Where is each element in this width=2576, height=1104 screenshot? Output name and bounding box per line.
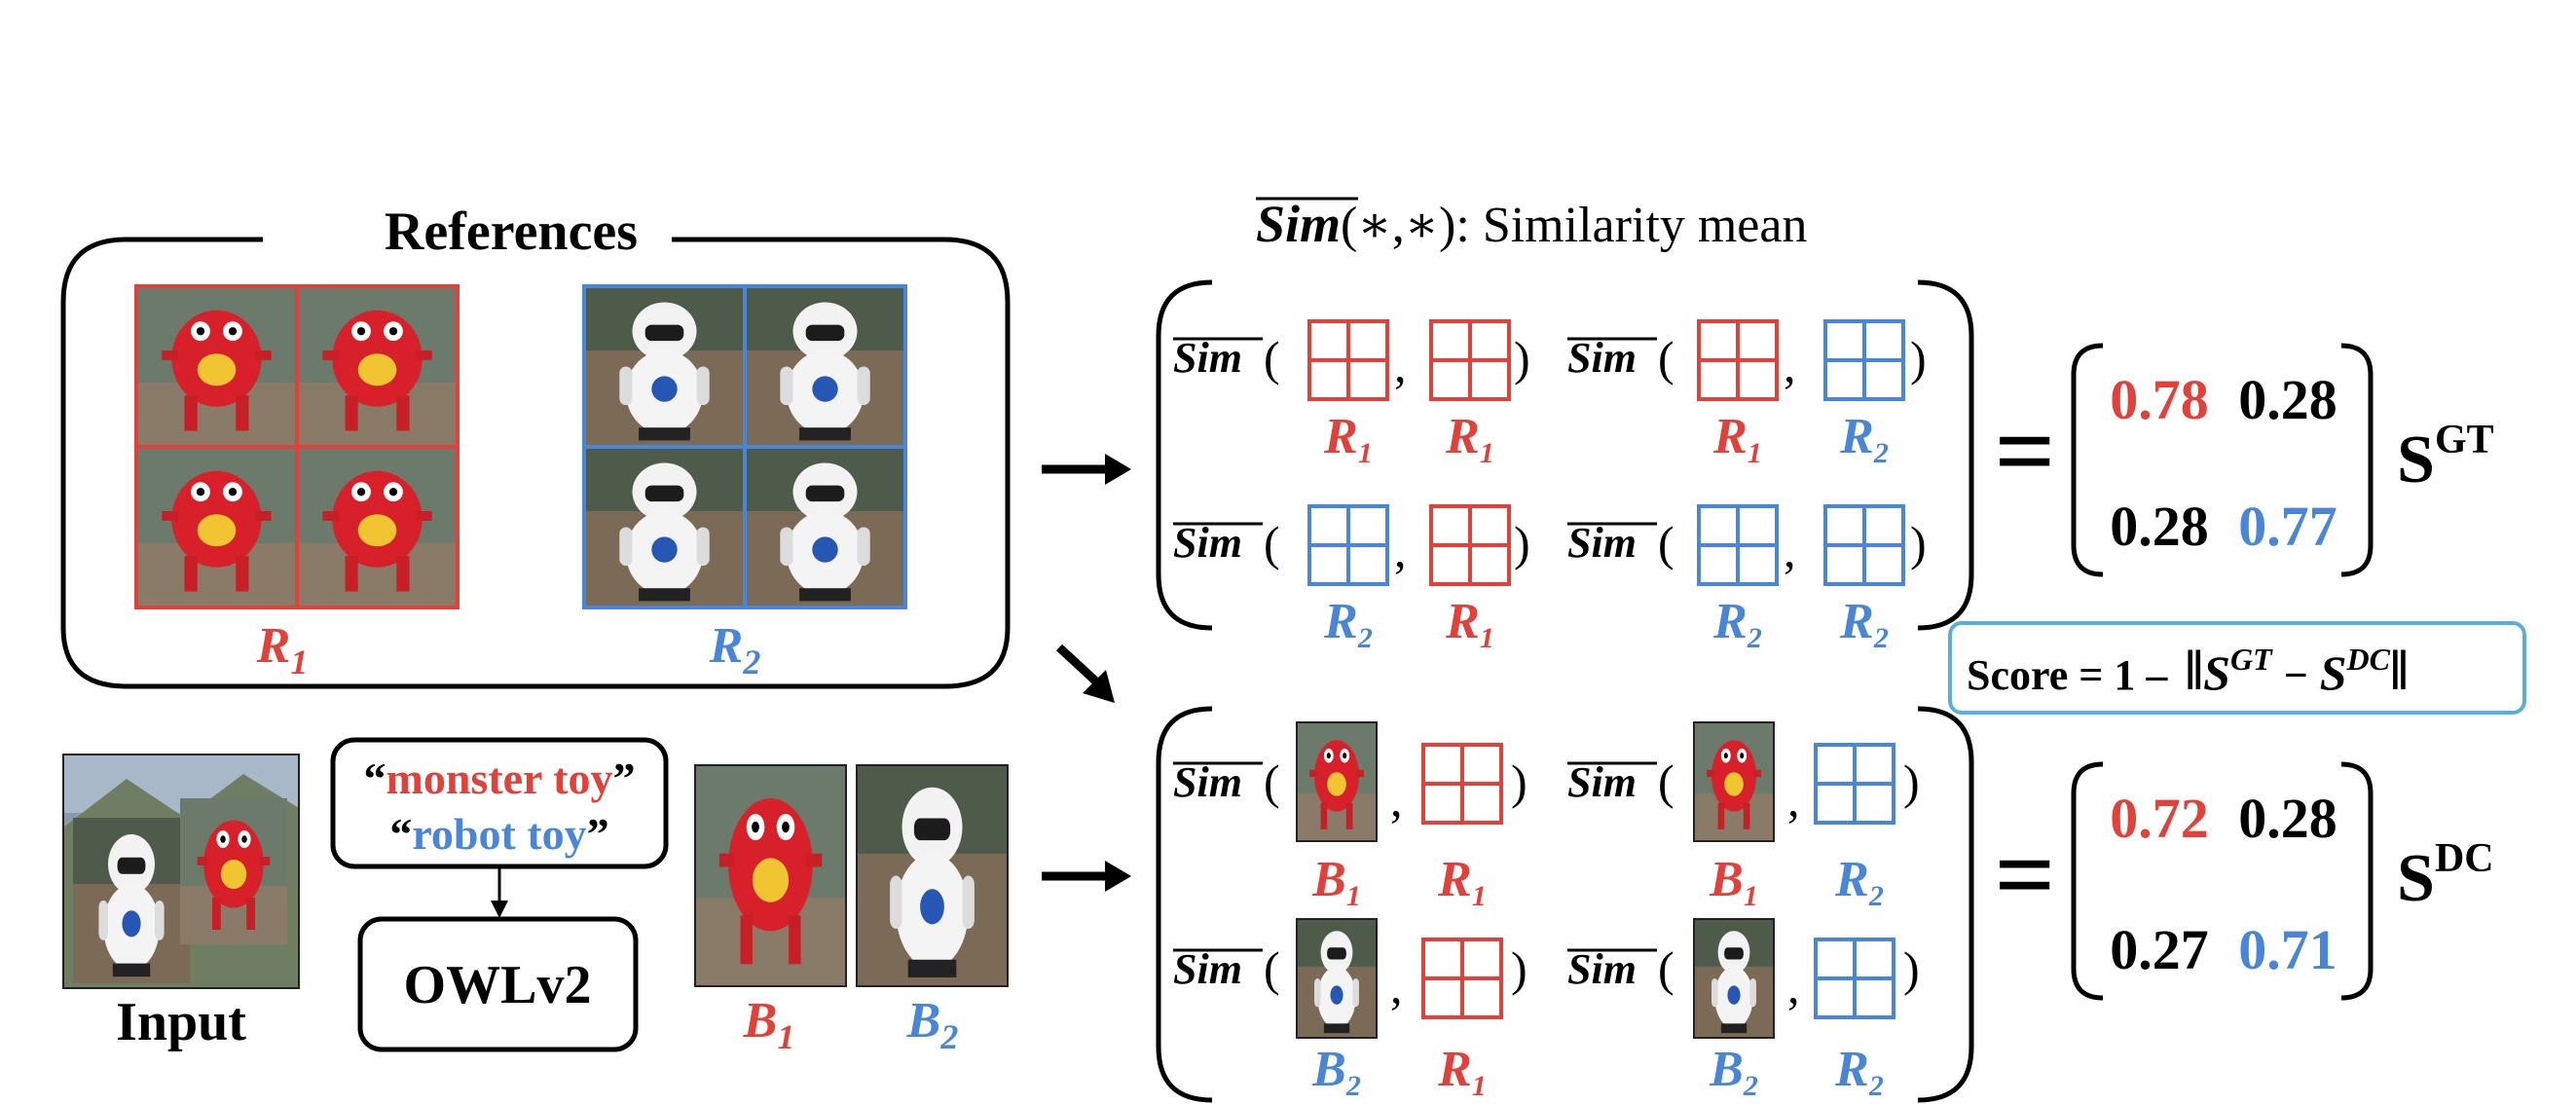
gt-cell-11: Sim ( , ) R1 R1 bbox=[1173, 319, 1530, 469]
svg-text:(: ( bbox=[1658, 331, 1674, 386]
gt-value-22: 0.77 bbox=[2238, 495, 2337, 558]
svg-text:(: ( bbox=[1658, 941, 1674, 996]
svg-text:R1: R1 bbox=[1445, 409, 1494, 469]
svg-text:R1: R1 bbox=[1437, 852, 1487, 912]
svg-text:R2: R2 bbox=[1834, 852, 1884, 912]
svg-text:B1: B1 bbox=[1311, 852, 1361, 912]
arrow-diagonal-icon bbox=[1055, 644, 1115, 703]
matrix-bracket-right bbox=[1917, 279, 1974, 631]
r1-collage bbox=[134, 284, 460, 609]
owlv2-label: OWLv2 bbox=[404, 955, 592, 1015]
svg-text:(: ( bbox=[1264, 754, 1280, 809]
svg-text:,: , bbox=[1390, 959, 1403, 1013]
svg-text:R1: R1 bbox=[1445, 594, 1494, 654]
matrix-bracket-left bbox=[1156, 279, 1213, 631]
dc-value-21: 0.27 bbox=[2110, 918, 2209, 981]
svg-text:Sim: Sim bbox=[1567, 334, 1637, 382]
svg-text:,: , bbox=[1394, 523, 1407, 577]
equals-sign-dc: = bbox=[1995, 815, 2056, 934]
svg-text:Sim: Sim bbox=[1173, 758, 1242, 806]
svg-text:): ) bbox=[1910, 516, 1927, 570]
svg-text:(: ( bbox=[1658, 516, 1674, 570]
owlv2-box bbox=[357, 916, 639, 1052]
prompt-monster: “monster toy” bbox=[364, 754, 636, 803]
gt-value-21: 0.28 bbox=[2110, 495, 2209, 558]
svg-text:B2: B2 bbox=[1311, 1042, 1361, 1102]
input-label: Input bbox=[116, 992, 246, 1052]
r2-collage bbox=[582, 284, 907, 609]
b2-label: B2 bbox=[906, 993, 959, 1056]
svg-text:R1: R1 bbox=[1437, 1042, 1487, 1102]
gt-bracket-left bbox=[2071, 343, 2104, 577]
arrow-right-icon bbox=[1042, 454, 1131, 485]
dc-cell-21: Sim ( , ) B2 R1 bbox=[1173, 918, 1527, 1102]
svg-text:,: , bbox=[1787, 772, 1800, 827]
svg-text:,: , bbox=[1784, 338, 1796, 392]
dc-value-12: 0.28 bbox=[2238, 787, 2337, 850]
references-frame bbox=[60, 237, 1011, 689]
svg-text:R2: R2 bbox=[1323, 594, 1373, 654]
dc-value-11: 0.72 bbox=[2110, 787, 2209, 850]
svg-text:Sim: Sim bbox=[1567, 519, 1637, 567]
svg-text:): ) bbox=[1910, 331, 1927, 386]
svg-text:(: ( bbox=[1264, 941, 1280, 996]
arrow-right-icon bbox=[1042, 861, 1131, 892]
gt-bracket-right bbox=[2340, 343, 2374, 577]
s-gt-label: SGT bbox=[2397, 418, 2494, 497]
s-dc-label: SDC bbox=[2397, 836, 2494, 916]
r1-label: R1 bbox=[256, 618, 309, 681]
dc-cell-11: Sim ( , ) B1 R1 bbox=[1173, 721, 1527, 912]
score-formula: Score = 1 –‖SGT−SDC‖ bbox=[1967, 639, 2409, 702]
dc-cell-22: Sim ( , ) B2 R2 bbox=[1567, 918, 1920, 1102]
b1-crop bbox=[694, 764, 847, 987]
dc-bracket-left bbox=[2071, 761, 2104, 1001]
svg-text:Sim: Sim bbox=[1567, 758, 1637, 806]
svg-text:): ) bbox=[1903, 941, 1920, 996]
gt-cell-12: Sim ( , ) R1 R2 bbox=[1567, 319, 1927, 469]
dc-value-22: 0.71 bbox=[2238, 918, 2337, 981]
dc-cell-12: Sim ( , ) B1 R2 bbox=[1567, 721, 1920, 912]
svg-text:B1: B1 bbox=[1709, 852, 1758, 912]
svg-text:,: , bbox=[1394, 338, 1407, 392]
prompt-robot: “robot toy” bbox=[389, 809, 608, 859]
svg-text:R1: R1 bbox=[1712, 409, 1762, 469]
svg-text:Sim: Sim bbox=[1173, 945, 1242, 993]
svg-text:): ) bbox=[1511, 941, 1527, 996]
gt-cell-22: Sim ( , ) R2 R2 bbox=[1567, 504, 1927, 654]
svg-text:): ) bbox=[1903, 754, 1920, 809]
equals-sign-gt: = bbox=[1995, 391, 2056, 510]
references-title: References bbox=[385, 202, 638, 262]
svg-text:(: ( bbox=[1264, 331, 1280, 386]
svg-text:): ) bbox=[1514, 516, 1530, 570]
svg-text:): ) bbox=[1511, 754, 1527, 809]
svg-text:B2: B2 bbox=[1709, 1042, 1758, 1102]
svg-text:Sim: Sim bbox=[1173, 519, 1242, 567]
gt-cell-21: Sim ( , ) R2 R1 bbox=[1173, 504, 1530, 654]
svg-text:,: , bbox=[1390, 772, 1403, 827]
svg-text:(: ( bbox=[1264, 516, 1280, 570]
svg-text:(: ( bbox=[1658, 754, 1674, 809]
svg-text:R2: R2 bbox=[1839, 594, 1889, 654]
dc-matrix-bracket-left bbox=[1156, 706, 1213, 1103]
input-image bbox=[62, 754, 300, 989]
svg-text:R2: R2 bbox=[1839, 409, 1889, 469]
svg-text:Sim: Sim bbox=[1567, 945, 1637, 993]
dc-matrix-bracket-right bbox=[1917, 706, 1974, 1103]
svg-text:R2: R2 bbox=[1834, 1042, 1884, 1102]
b1-label: B1 bbox=[743, 993, 795, 1056]
sim-title: Sim(∗,∗): Similarity mean bbox=[1256, 195, 1807, 253]
dc-bracket-right bbox=[2340, 761, 2374, 1001]
svg-text:R2: R2 bbox=[1712, 594, 1762, 654]
r2-label: R2 bbox=[709, 618, 761, 681]
score-box bbox=[1948, 621, 2526, 715]
gt-value-12: 0.28 bbox=[2238, 368, 2337, 431]
svg-text:R1: R1 bbox=[1323, 409, 1373, 469]
b2-crop bbox=[856, 764, 1009, 987]
svg-text:): ) bbox=[1514, 331, 1530, 386]
svg-text:,: , bbox=[1787, 959, 1800, 1013]
gt-value-11: 0.78 bbox=[2110, 368, 2209, 431]
svg-text:Sim: Sim bbox=[1173, 334, 1242, 382]
svg-text:,: , bbox=[1784, 523, 1796, 577]
